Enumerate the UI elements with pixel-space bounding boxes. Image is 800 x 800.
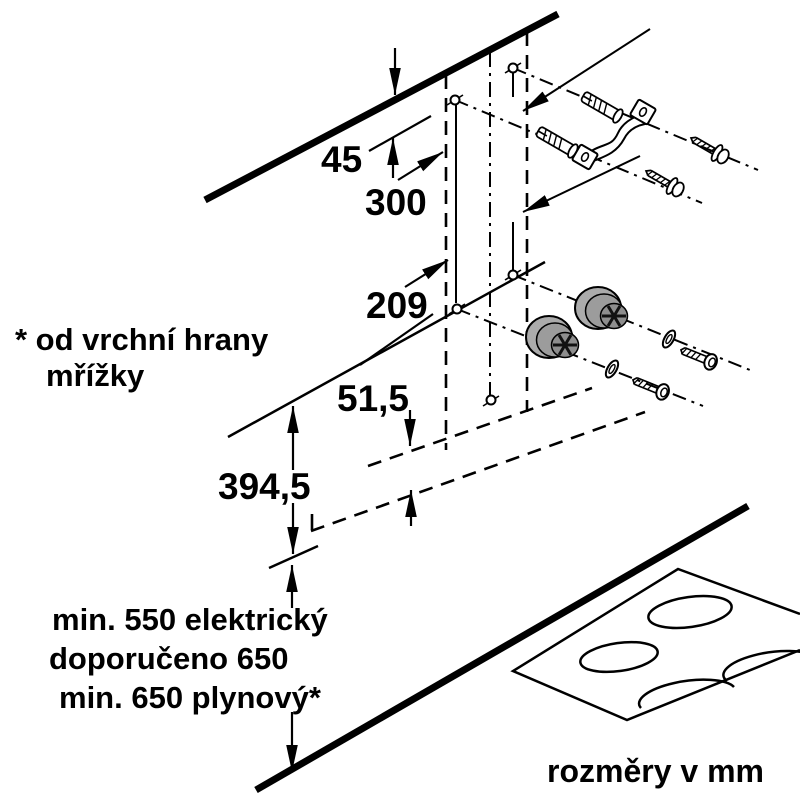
dimension-300-leader — [397, 151, 444, 181]
washer-ring-icon — [604, 359, 620, 379]
cooktop-outline — [510, 567, 800, 722]
mounting-bracket — [571, 98, 657, 171]
hood-body-dashed-outline — [310, 386, 646, 533]
washer-ring-icon — [661, 329, 677, 349]
dimension-45-arrows — [368, 48, 432, 178]
clearance-note-line2: doporučeno 650 — [49, 641, 289, 676]
wall-plug-icon — [535, 126, 579, 159]
burner-ellipse — [579, 640, 659, 674]
spacer-bolt — [525, 315, 580, 359]
mounting-hole — [446, 94, 464, 106]
spacer-bolt — [574, 286, 629, 330]
grille-top-line — [227, 260, 546, 439]
dimension-209-leader — [359, 259, 449, 366]
burner-arc — [722, 649, 800, 683]
mounting-hole — [504, 269, 522, 281]
hex-screw-icon — [631, 376, 670, 401]
mounting-hole — [448, 303, 466, 315]
dimension-label-51-5: 51,5 — [337, 378, 410, 419]
screw-icon — [644, 169, 685, 198]
wall-plug-icon — [580, 91, 624, 124]
dimension-label-300: 300 — [365, 182, 427, 223]
dimension-label-45: 45 — [321, 139, 363, 180]
burner-ellipse — [647, 594, 733, 630]
mounting-hole — [504, 62, 522, 74]
clearance-note-line1: min. 550 elektrický — [52, 602, 328, 637]
countertop-edge-line — [254, 502, 750, 794]
screw-icon — [689, 136, 730, 165]
clearance-note-line3: min. 650 plynový* — [59, 680, 321, 715]
dimension-51-5-arrows — [404, 410, 417, 526]
dimension-label-209: 209 — [366, 285, 428, 326]
dimension-label-394-5: 394,5 — [218, 466, 311, 507]
hex-screw-icon — [679, 346, 718, 371]
mounting-holes — [446, 62, 522, 407]
burner-arc — [637, 678, 735, 709]
hole-extension-lines — [455, 72, 514, 303]
dimension-tick — [268, 544, 319, 570]
grille-note-line1: * od vrchní hrany — [15, 322, 269, 357]
wall-ceiling-edge-line — [203, 10, 560, 204]
chimney-dashed-outline — [444, 32, 529, 450]
grille-note-line2: mřížky — [46, 358, 145, 393]
units-label: rozměry v mm — [547, 753, 764, 789]
mounting-hole — [482, 394, 500, 407]
bracket-leader-arrows — [522, 28, 651, 213]
